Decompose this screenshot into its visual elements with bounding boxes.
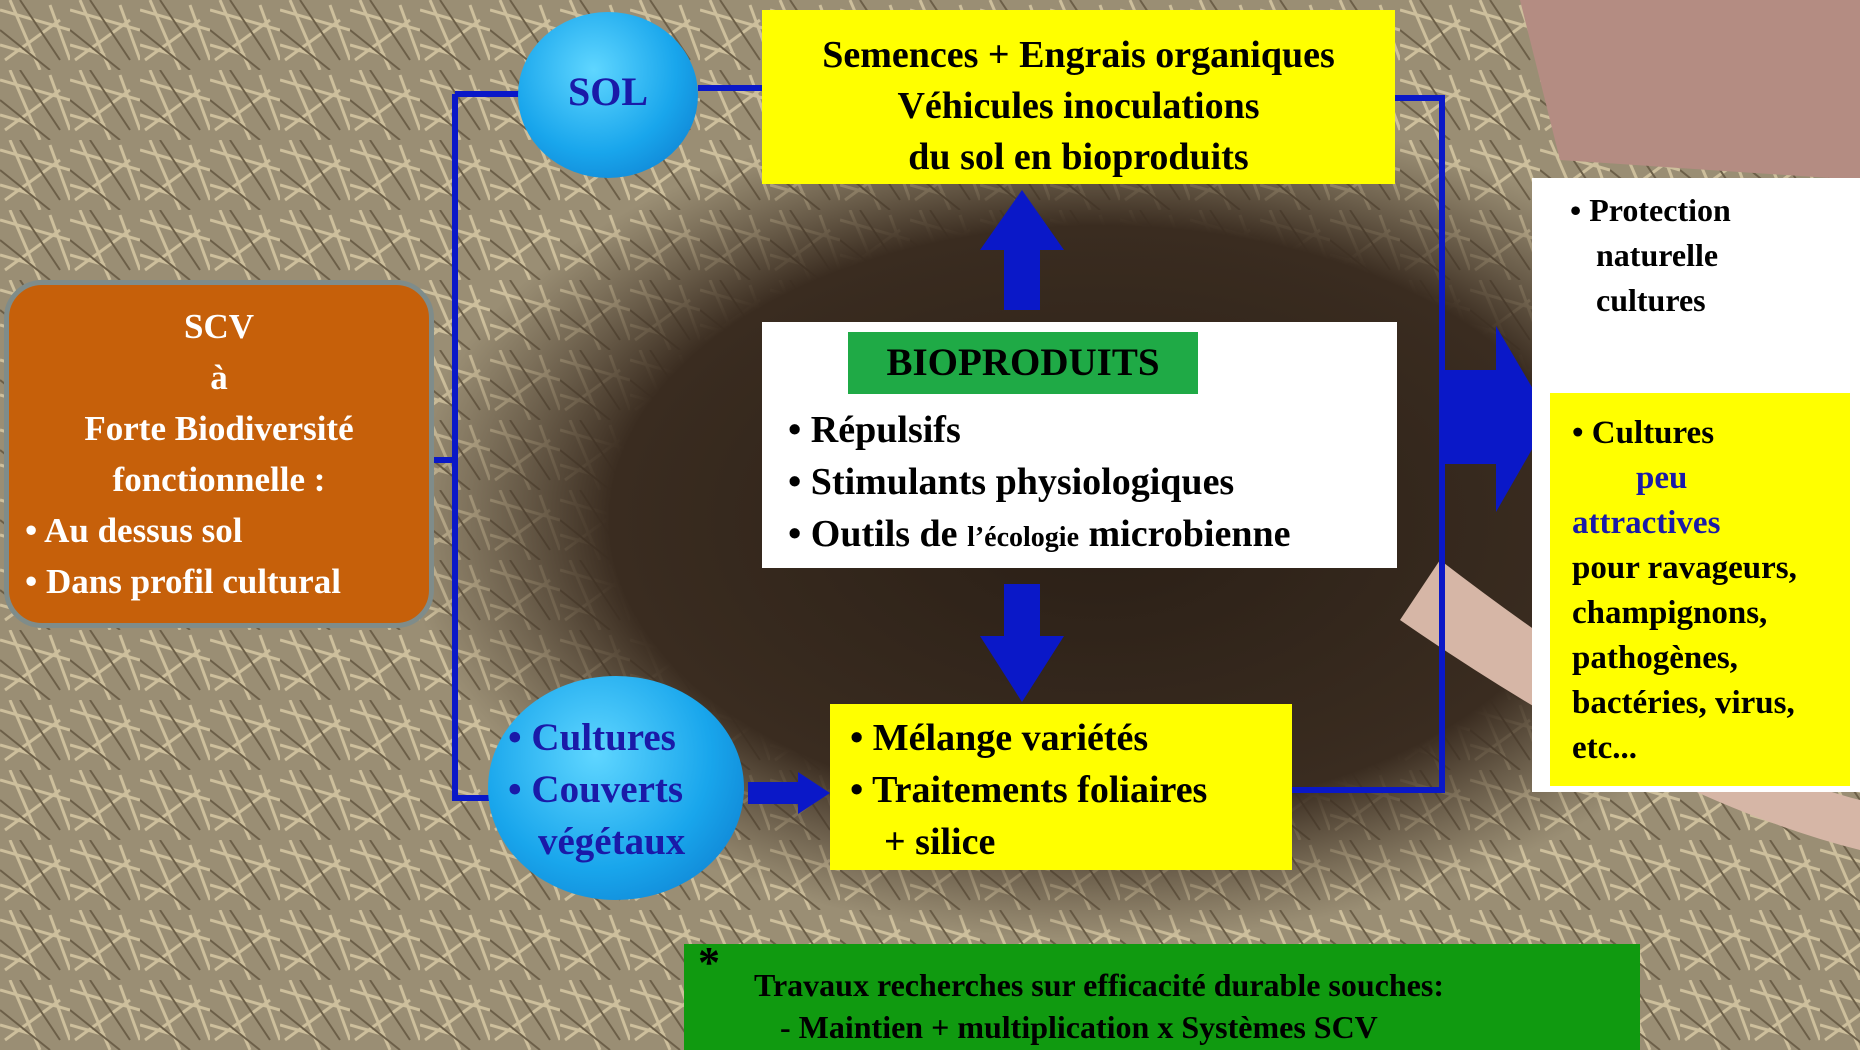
protection-line-3: cultures [1596,282,1706,318]
scv-to-sol-connector [452,94,490,801]
research-box: * Travaux recherches sur efficacité dura… [684,938,1640,1050]
sol-label: SOL [567,69,649,114]
bioproduits-title: BIOPRODUITS [848,332,1198,394]
cultures-ellipse [488,676,744,900]
lower-box-line-3: + silice [884,821,996,863]
scv-a: à [210,358,228,397]
scv-bullet-1: • Au dessus sol [25,511,243,550]
lower-box-line-2: • Traitements foliaires [850,769,1208,811]
right-arrow-small [748,772,830,814]
down-arrow [980,584,1064,702]
research-line-1: Travaux recherches sur efficacité durabl… [754,967,1444,1003]
top-box-line-3: du sol en bioproduits [908,136,1249,178]
scv-forte: Forte Biodiversité [84,409,354,448]
bioproduits-item-outils: • Outils de l’écologie microbienne [788,513,1291,555]
top-box-line-1: Semences + Engrais organiques [822,34,1335,76]
asterisk: * [698,938,720,987]
scv-biodiversity-box: SCV à Forte Biodiversité fonctionnelle :… [4,280,434,628]
cultures-ellipse-line-2: • Couverts [508,768,684,811]
seeds-fertilizer-box: Semences + Engrais organiques Véhicules … [762,10,1395,184]
low-attractive-cultures-box: • Cultures peu attractives pour ravageur… [1550,393,1850,786]
scv-bullet-2: • Dans profil cultural [25,562,341,601]
bioproduits-item-stimulants: • Stimulants physiologiques [788,461,1235,503]
big-right-arrow [1442,326,1550,512]
cultures-box-line-3: attractives [1572,505,1721,541]
cultures-box-line-4: pour ravageurs, [1572,550,1797,586]
lower-box-line-1: • Mélange variétés [850,717,1149,759]
cultures-ellipse-line-3: végétaux [538,820,686,863]
cultures-box-line-8: etc... [1572,730,1638,766]
cultures-box-line-2: peu [1636,460,1688,496]
protection-line-2: naturelle [1596,237,1719,273]
scv-title: SCV [183,307,255,346]
cultures-box-line-5: champignons, [1572,595,1768,631]
cultures-box-line-1: • Cultures [1572,415,1715,451]
cultures-box-line-7: bactéries, virus, [1572,685,1795,721]
bioproduits-box: BIOPRODUITS • Répulsifs • Stimulants phy… [762,322,1397,568]
sol-ellipse [518,12,698,178]
research-line-2: - Maintien + multiplication x Systèmes S… [780,1009,1378,1045]
varieties-treatments-box: • Mélange variétés • Traitements foliair… [830,704,1292,870]
cultures-ellipse-line-1: • Cultures [508,716,676,759]
cultures-box-line-6: pathogènes, [1572,640,1738,676]
scv-fonctionnelle: fonctionnelle : [112,460,326,499]
top-box-line-2: Véhicules inoculations [897,85,1260,127]
bioproduits-item-repulsifs: • Répulsifs [788,409,961,451]
cultures-ellipse-text: • Cultures • Couverts végétaux [508,712,685,868]
protection-line-1: • Protection [1570,192,1731,228]
up-arrow [980,190,1064,310]
